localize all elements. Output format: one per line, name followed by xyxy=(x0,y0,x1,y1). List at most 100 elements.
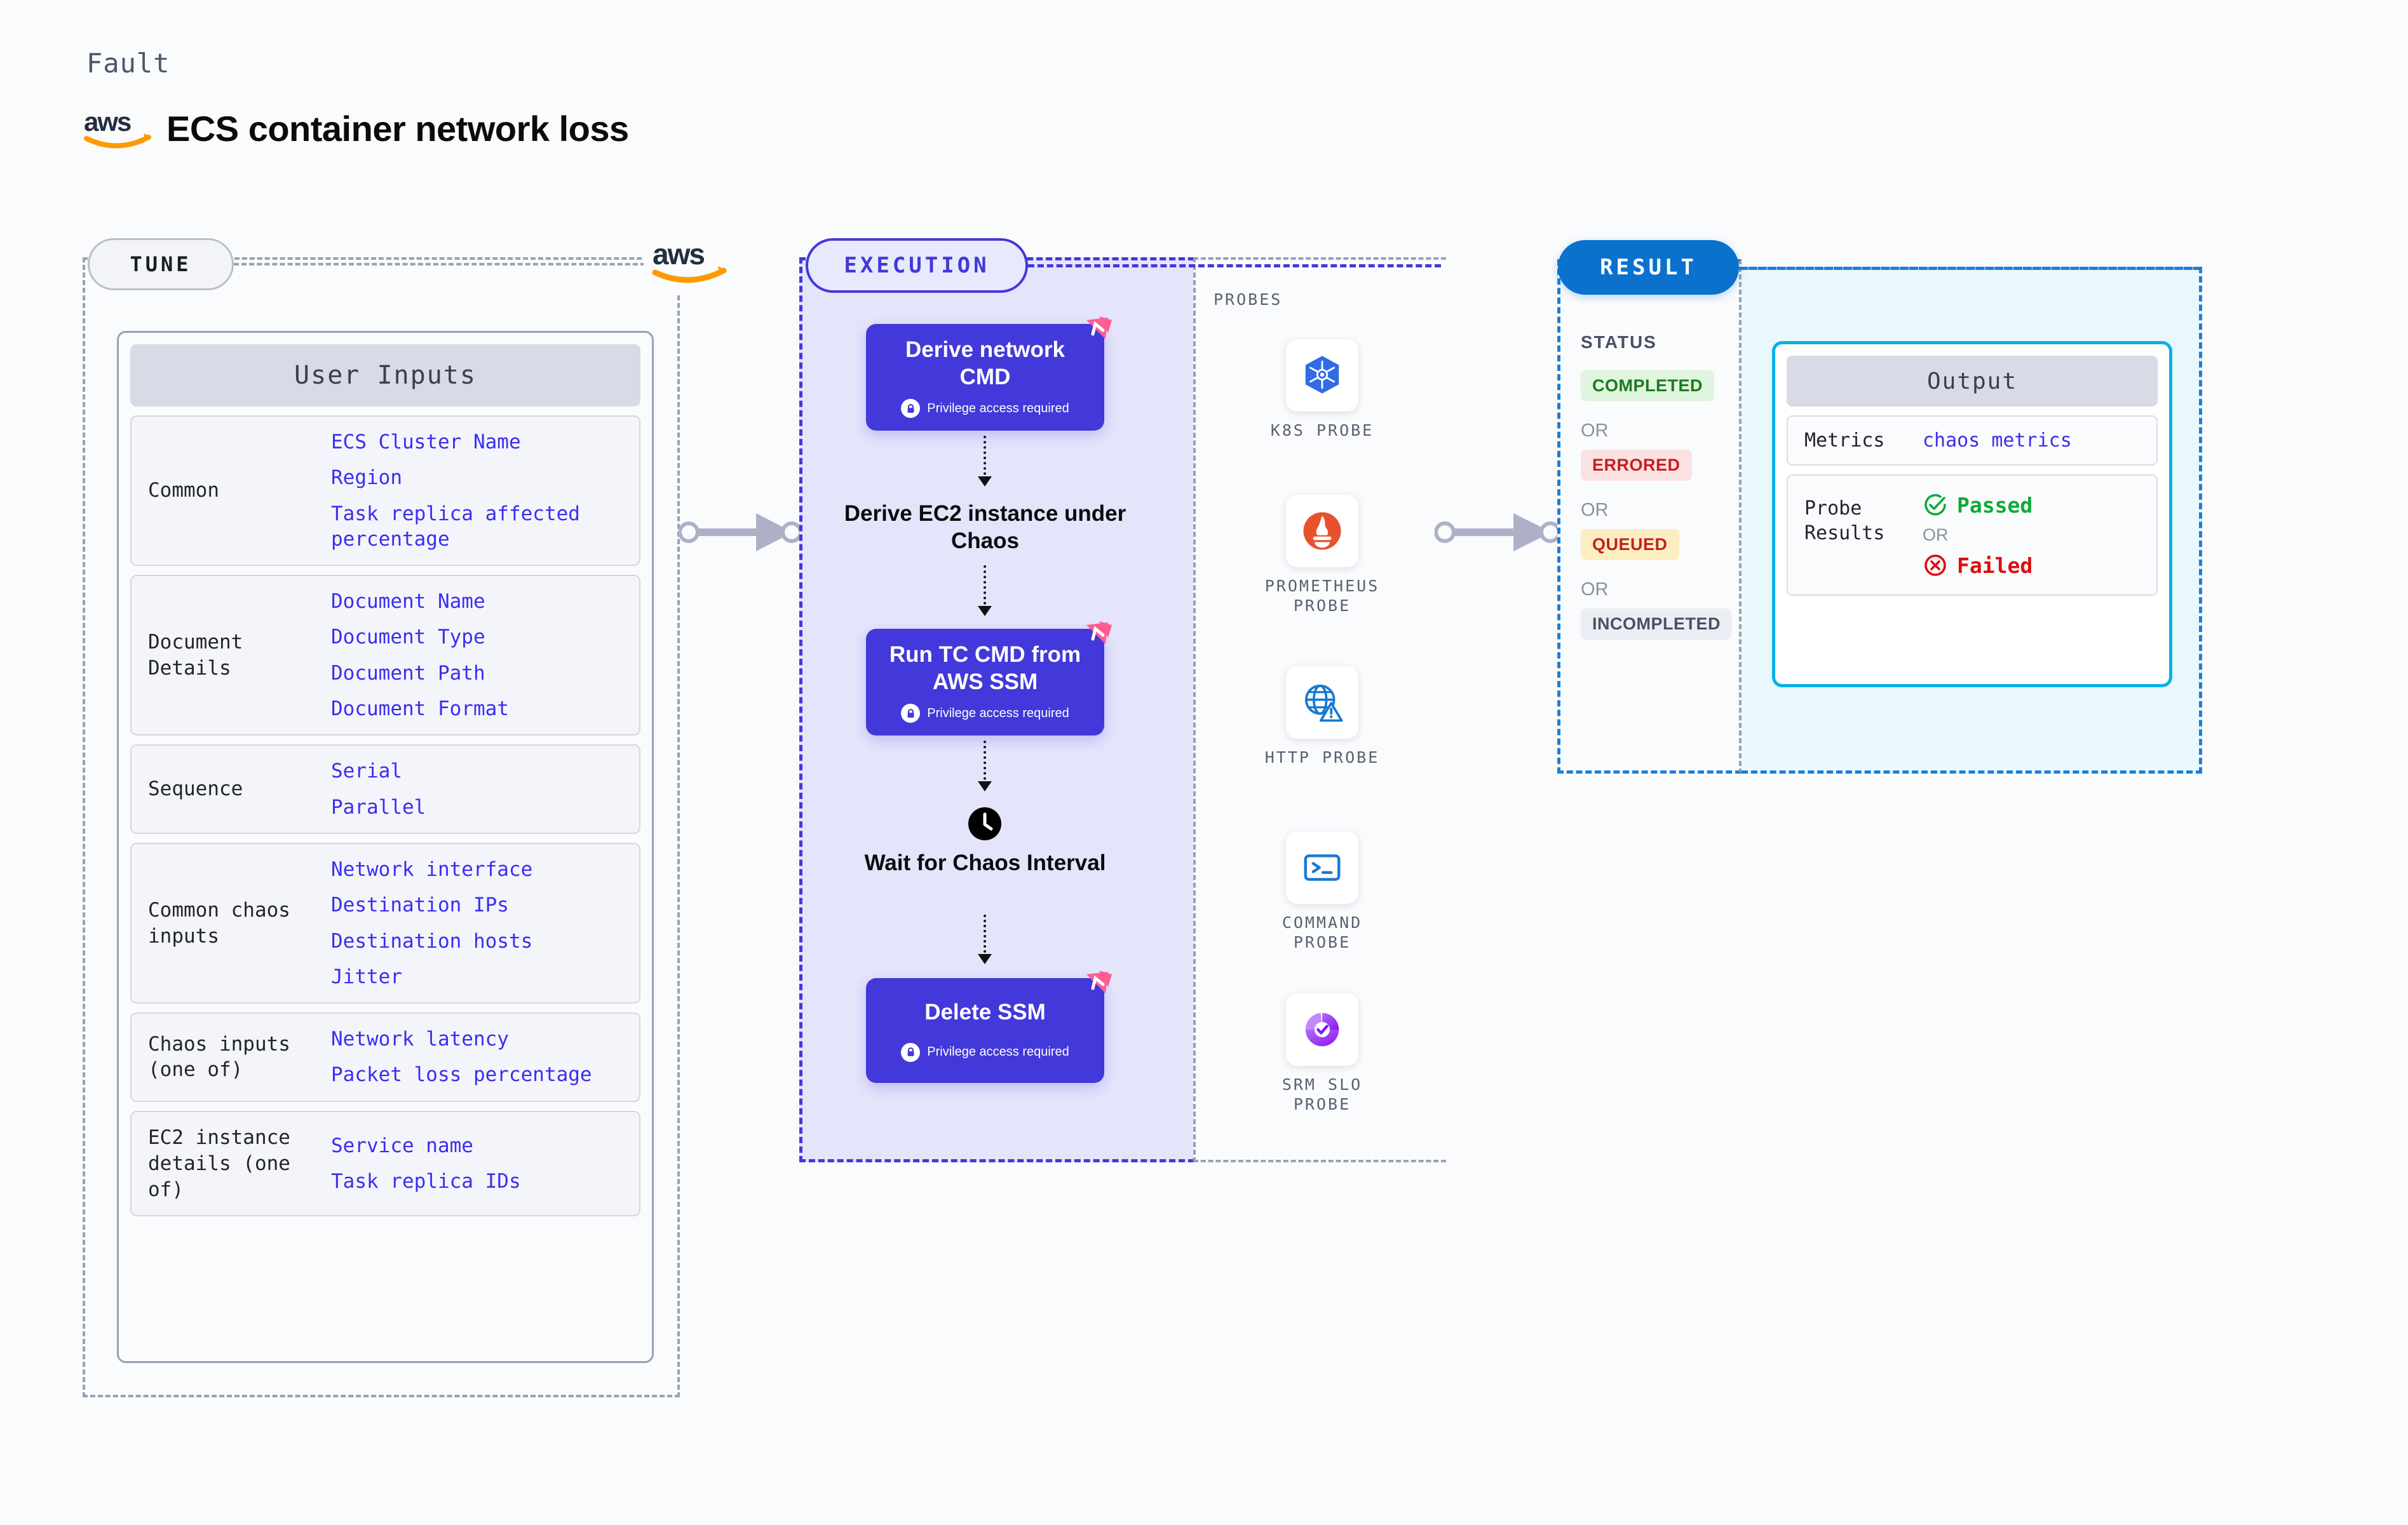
aws-logo-icon: aws xyxy=(83,107,152,150)
probes-label: PROBES xyxy=(1214,290,1283,309)
user-input-value[interactable]: Network interface xyxy=(331,857,533,881)
probe-item-command[interactable]: COMMAND PROBE xyxy=(1196,831,1449,953)
page-title: ECS container network loss xyxy=(166,108,629,149)
arrow-head-4 xyxy=(978,954,992,964)
kubernetes-icon xyxy=(1286,339,1358,412)
passed-label: Passed xyxy=(1957,492,2033,518)
status-badge: INCOMPLETED xyxy=(1581,608,1733,640)
x-circle-icon xyxy=(1924,554,1946,576)
user-input-value[interactable]: Region xyxy=(331,466,402,490)
metrics-key: Metrics xyxy=(1804,429,1885,452)
probe-result-failed: Failed xyxy=(1923,553,2149,578)
user-inputs-title: User Inputs xyxy=(130,344,640,406)
lock-icon xyxy=(901,704,921,723)
user-input-value[interactable]: Destination hosts xyxy=(331,929,533,953)
user-input-value[interactable]: Document Path xyxy=(331,661,485,685)
user-input-value[interactable]: Destination IPs xyxy=(331,894,509,917)
svg-text:aws: aws xyxy=(653,238,704,271)
output-row-metrics: Metrics chaos metrics xyxy=(1787,415,2158,466)
status-label: STATUS xyxy=(1581,332,1657,352)
probe-result-passed: Passed xyxy=(1923,492,2149,518)
clock-icon xyxy=(968,807,1001,840)
probe-item-srm-slo[interactable]: SRM SLO PROBE xyxy=(1196,993,1449,1115)
user-input-value[interactable]: Serial xyxy=(331,760,402,783)
probe-label: HTTP PROBE xyxy=(1264,748,1380,767)
user-input-value[interactable]: Task replica affected percentage xyxy=(331,502,580,551)
chaos-fault-flag-icon xyxy=(1086,621,1112,644)
arrow-4 xyxy=(984,915,986,958)
probe-item-prometheus[interactable]: PROMETHEUS PROBE xyxy=(1196,495,1449,616)
user-input-value[interactable]: ECS Cluster Name xyxy=(331,431,521,453)
http-globe-icon xyxy=(1286,666,1358,739)
status-or-label: OR xyxy=(1581,500,1609,520)
page-title-row: aws ECS container network loss xyxy=(83,107,629,150)
output-title: Output xyxy=(1787,356,2158,406)
lock-icon xyxy=(901,399,921,419)
arrow-head-1 xyxy=(978,476,992,487)
arrow-head-2 xyxy=(978,606,992,616)
probe-item-http[interactable]: HTTP PROBE xyxy=(1196,666,1449,767)
status-or-label: OR xyxy=(1581,420,1609,441)
user-input-value[interactable]: Network latency xyxy=(331,1028,509,1051)
user-inputs-row-key: Common chaos inputs xyxy=(148,898,290,948)
step-card-derive-network-cmd[interactable]: Derive network CMD Privilege access requ… xyxy=(866,316,1112,431)
probes-panel: PROBES K8S PROBE xyxy=(1193,257,1446,1162)
step-label: Run TC CMD from AWS SSM xyxy=(889,642,1081,694)
result-badge: RESULT xyxy=(1558,240,1739,295)
arrow-2 xyxy=(984,565,986,610)
result-output-panel: Output Metrics chaos metrics Probe Resul… xyxy=(1742,267,2202,774)
connector-tune-to-execution xyxy=(679,508,803,556)
user-input-value[interactable]: Document Format xyxy=(331,697,509,721)
user-input-value[interactable]: Service name xyxy=(331,1134,473,1157)
probe-results-value: Passed OR Failed xyxy=(1923,492,2149,578)
chaos-fault-flag-icon xyxy=(1086,316,1112,339)
user-input-value[interactable]: Document Type xyxy=(331,626,485,649)
user-input-value[interactable]: Jitter xyxy=(331,965,402,988)
privilege-note: Privilege access required xyxy=(901,399,1069,419)
probe-or-label: OR xyxy=(1923,525,1949,544)
probe-item-k8s[interactable]: K8S PROBE xyxy=(1196,339,1449,440)
result-dash-connector xyxy=(1739,267,2200,270)
status-badge: QUEUED xyxy=(1581,529,1679,560)
user-inputs-row-key: Chaos inputs (one of) xyxy=(148,1032,290,1082)
step-plain-derive-ec2: Derive EC2 instance under Chaos xyxy=(844,501,1126,553)
step-card-delete-ssm[interactable]: Delete SSM Privilege access required xyxy=(866,971,1112,1083)
user-input-value[interactable]: Document Name xyxy=(331,590,485,614)
chaos-fault-flag-icon xyxy=(1086,971,1112,993)
step-label: Derive network CMD xyxy=(905,337,1065,389)
check-circle-icon xyxy=(1924,494,1946,516)
user-input-value[interactable]: Packet loss percentage xyxy=(331,1063,592,1087)
privilege-text: Privilege access required xyxy=(927,401,1069,415)
tune-dash-connector xyxy=(234,263,653,265)
output-card: Output Metrics chaos metrics Probe Resul… xyxy=(1772,341,2172,687)
probe-label: SRM SLO PROBE xyxy=(1282,1075,1363,1114)
prometheus-icon xyxy=(1286,495,1358,567)
probe-label: COMMAND PROBE xyxy=(1282,913,1363,952)
status-badge: COMPLETED xyxy=(1581,370,1715,401)
step-label: Delete SSM xyxy=(924,1000,1046,1025)
user-input-value[interactable]: Parallel xyxy=(331,795,426,819)
step-plain-wait-for-chaos: Wait for Chaos Interval xyxy=(864,850,1106,875)
step-card-run-tc-cmd[interactable]: Run TC CMD from AWS SSM Privilege access… xyxy=(866,621,1112,736)
user-inputs-row-key: Document Details xyxy=(148,630,243,680)
connector-execution-to-result xyxy=(1435,508,1562,556)
status-badge: ERRORED xyxy=(1581,450,1692,481)
tune-badge: TUNE xyxy=(88,238,234,290)
user-input-value[interactable]: Task replica IDs xyxy=(331,1170,521,1193)
failed-label: Failed xyxy=(1957,553,2033,578)
terminal-icon xyxy=(1286,831,1358,904)
arrow-1 xyxy=(984,436,986,480)
execution-badge: EXECUTION xyxy=(806,238,1028,293)
srm-slo-icon xyxy=(1286,993,1358,1066)
arrow-3 xyxy=(984,741,986,785)
metrics-value: chaos metrics xyxy=(1923,429,2072,452)
